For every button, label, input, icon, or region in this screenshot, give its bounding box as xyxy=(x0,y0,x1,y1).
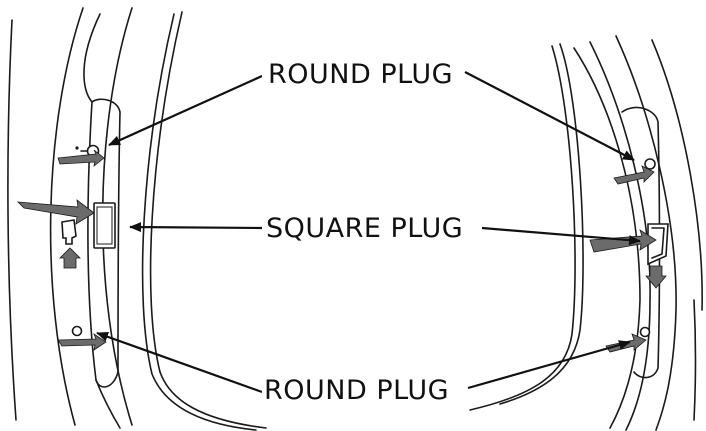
left-upper-round-hole xyxy=(75,144,100,158)
leader-round-bottom-right xyxy=(467,340,631,390)
install-arrows xyxy=(16,149,667,353)
leader-round-bottom-left xyxy=(96,331,263,394)
arrow-left-upper-round xyxy=(57,149,105,168)
arrow-left-plug-up xyxy=(59,247,81,269)
leader-square-left xyxy=(129,222,263,233)
left-door-frame xyxy=(7,7,267,431)
leader-round-top-right xyxy=(464,71,635,161)
right-lower-round-hole xyxy=(639,326,651,338)
leader-round-top-left xyxy=(108,74,263,147)
left-square-hole xyxy=(93,202,116,249)
arrow-right-upper-round xyxy=(613,165,655,185)
arrow-right-plug-down xyxy=(645,265,667,289)
arrow-right-square xyxy=(589,229,657,253)
arrow-left-square xyxy=(16,199,95,225)
leader-square-right xyxy=(481,226,641,246)
arrow-left-lower-round xyxy=(57,332,107,351)
round-plug-label-bottom: ROUND PLUG xyxy=(264,375,449,406)
right-square-plug xyxy=(647,223,669,266)
left-square-plug xyxy=(61,219,77,245)
square-plug-label: SQUARE PLUG xyxy=(266,213,463,244)
right-upper-round-hole xyxy=(644,158,656,170)
round-plug-label-top: ROUND PLUG xyxy=(268,59,453,90)
left-lower-round-hole xyxy=(71,325,83,337)
leader-lines xyxy=(96,71,641,394)
